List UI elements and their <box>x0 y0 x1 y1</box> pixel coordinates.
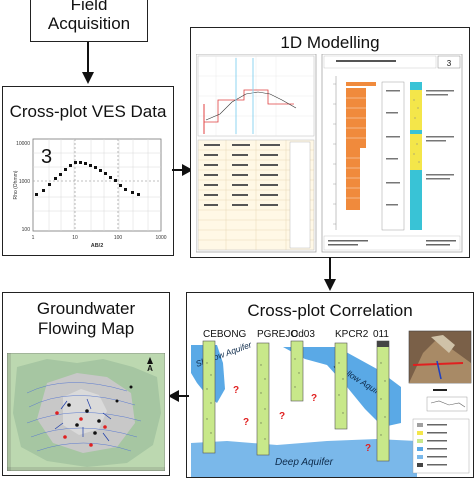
deep-aquifer-label: Deep Aquifer <box>275 457 334 468</box>
well-label-cd03: Cd03 <box>291 329 315 340</box>
ves-x-tick-100: 100 <box>114 235 123 241</box>
deep-aquifer <box>191 439 417 477</box>
modelling-title: 1D Modelling <box>280 33 380 52</box>
ves-y-tick-10000: 10000 <box>16 141 30 147</box>
arrow-modelling-to-correlation <box>324 257 336 291</box>
well-columns <box>202 340 390 462</box>
groundwater-flow-map: A <box>7 353 165 471</box>
arrow-field-to-ves <box>82 42 94 84</box>
well-pgrejo <box>256 342 270 456</box>
well-label-pgrejo: PGREJO <box>257 329 298 340</box>
north-arrow-label: A <box>147 364 153 373</box>
question-mark-2: ? <box>279 411 285 422</box>
shallow-aquifer-right <box>283 347 401 427</box>
well-cd03 <box>290 340 304 402</box>
ves-x-axis-label: AB/2 <box>91 243 104 249</box>
ves-sounding-curve: 3 10000 1000 100 1 10 100 1000 AB/2 Rho … <box>13 138 167 249</box>
well-011 <box>376 340 390 462</box>
groundwater-map-box: Groundwater Flowing Map A <box>2 292 170 476</box>
correlation-legend <box>412 418 470 474</box>
model-section-number: 3 <box>447 59 452 68</box>
arrow-ves-to-modelling <box>172 164 193 176</box>
field-acquisition-line2: Acquisition <box>47 14 131 33</box>
ves-y-axis-label: Rho (Ohmm) <box>13 170 19 199</box>
ves-x-tick-1: 1 <box>32 235 35 241</box>
question-mark-4: ? <box>365 443 371 454</box>
correlation-title: Cross-plot Correlation <box>247 301 413 320</box>
ves-y-tick-1000: 1000 <box>19 179 30 185</box>
crossplot-ves-box: Cross-plot VES Data 3 10000 1000 100 1 1… <box>2 86 174 256</box>
correlation-box: Cross-plot Correlation CEBONG PGREJO Cd0… <box>186 292 474 478</box>
well-kpcr2 <box>334 342 348 430</box>
crossplot-ves-title: Cross-plot VES Data <box>9 102 167 121</box>
groundwater-title-line1: Groundwater <box>36 299 136 318</box>
field-acquisition-line1: Field <box>70 0 108 14</box>
question-mark-5: ? <box>243 417 249 428</box>
field-acquisition-box: Field Acquisition <box>30 0 148 42</box>
well-cebong <box>202 340 216 454</box>
well-label-kpcr2: KPCR2 <box>335 329 369 340</box>
well-label-cebong: CEBONG <box>203 329 247 340</box>
ves-y-tick-100: 100 <box>22 227 31 233</box>
groundwater-title-line2: Flowing Map <box>37 319 135 338</box>
question-mark-3: ? <box>311 393 317 404</box>
ves-station-number: 3 <box>41 146 52 168</box>
arrow-correlation-to-map <box>168 390 189 402</box>
ves-x-tick-10: 10 <box>72 235 78 241</box>
modelling-box: 1D Modelling <box>190 27 470 258</box>
ves-x-tick-1000: 1000 <box>155 235 166 241</box>
question-mark-1: ? <box>233 385 239 396</box>
correlation-section: CEBONG PGREJO Cd03 KPCR2 011 Shallow Aqu… <box>191 329 472 477</box>
modelling-software-screenshot: 3 <box>196 54 463 253</box>
north-arrow-icon <box>147 357 153 364</box>
correlation-inset-map <box>408 330 472 412</box>
well-label-011: 011 <box>373 329 389 340</box>
